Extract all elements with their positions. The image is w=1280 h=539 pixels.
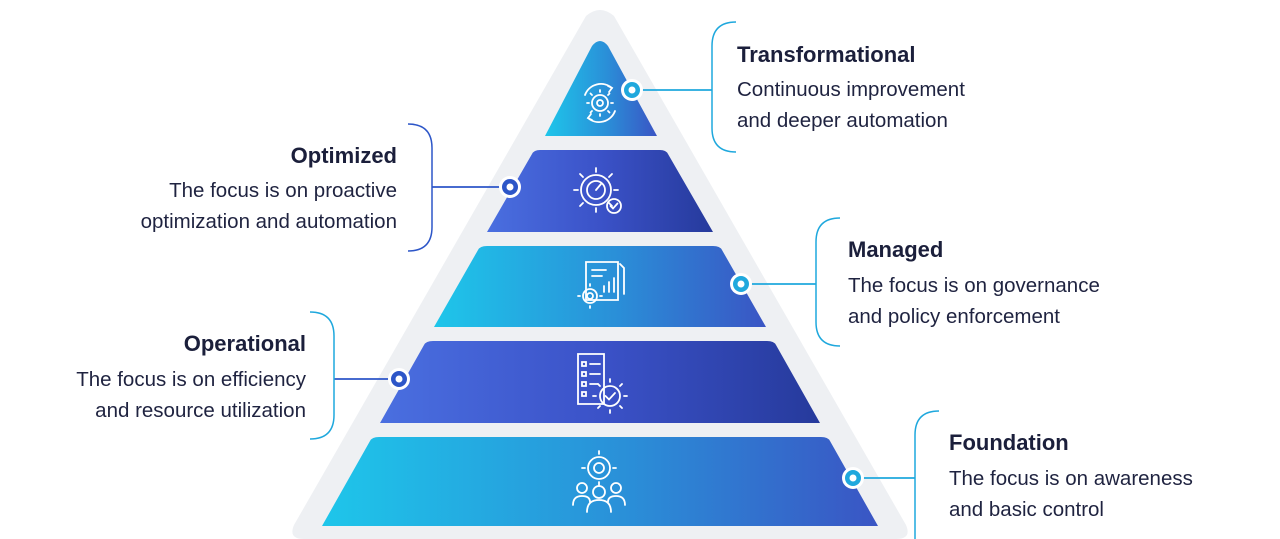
gear-gauge-check-icon [573,167,622,214]
level-desc-line1: Continuous improvement [737,78,965,101]
level-title: Managed [848,237,944,262]
tier-optimized[interactable] [487,150,713,232]
cycle-gear-icon [584,83,616,123]
level-title: Operational [183,331,306,356]
level-title: Transformational [737,42,916,67]
level-desc-line2: and deeper automation [737,109,948,132]
level-desc-line1: The focus is on efficiency [76,368,306,391]
card-edges [0,21,1280,539]
level-desc-line2: optimization and automation [140,210,397,233]
level-desc-line2: and basic control [949,498,1104,521]
level-title: Optimized [290,143,397,168]
target-people-icon [572,450,626,513]
tier-operational[interactable] [380,341,820,423]
dot-optimized [499,176,521,198]
connector-dots [388,79,864,489]
level-desc-line1: The focus is on governance [848,274,1100,297]
level-desc-line1: The focus is on awareness [949,467,1193,490]
document-gear-chart-icon [577,261,625,309]
checklist-gear-icon [577,353,628,414]
dot-operational [388,368,410,390]
level-desc-line2: and resource utilization [95,399,306,422]
level-title: Foundation [949,430,1069,455]
tier-managed[interactable] [434,246,766,327]
tier-transformational[interactable] [545,41,657,136]
tier-foundation[interactable] [322,437,878,526]
dot-managed [730,273,752,295]
dot-transformational [621,79,643,101]
dot-foundation [842,467,864,489]
level-desc-line1: The focus is on proactive [169,179,397,202]
level-desc-line2: and policy enforcement [848,305,1060,328]
